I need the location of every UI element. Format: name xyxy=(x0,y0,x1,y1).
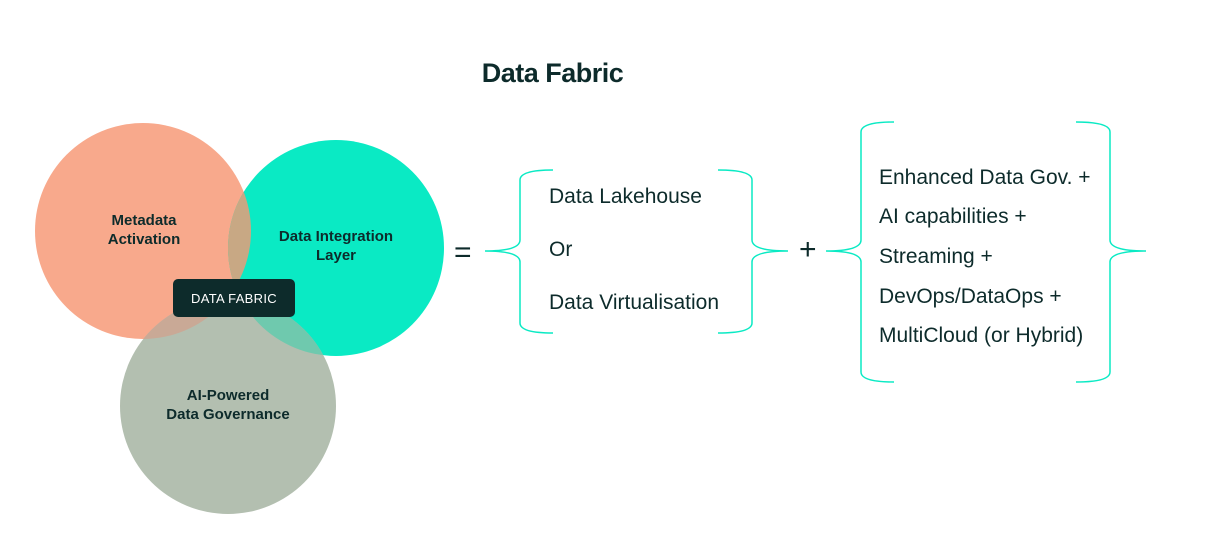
capabilities-close-brace xyxy=(1075,121,1147,383)
data-fabric-badge: DATA FABRIC xyxy=(173,279,295,317)
governance-label-line2: Data Governance xyxy=(166,406,290,423)
options-close-brace xyxy=(717,169,789,334)
equals-sign: = xyxy=(454,236,472,269)
diagram-title: Data Fabric xyxy=(481,58,624,88)
ai-governance-label: AI-Powered Data Governance xyxy=(150,386,306,424)
option-data-virtualisation: Data Virtualisation xyxy=(549,291,720,314)
integration-label-line1: Data Integration xyxy=(278,228,394,245)
option-or: Or xyxy=(549,238,573,261)
data-integration-label: Data Integration Layer xyxy=(262,227,410,265)
metadata-activation-label: Metadata Activation xyxy=(80,211,208,249)
capabilities-open-brace xyxy=(825,121,895,383)
integration-label-line2: Layer xyxy=(315,247,357,264)
circle-ai-governance xyxy=(120,298,336,514)
capability-enhanced-data-gov: Enhanced Data Gov. + xyxy=(879,166,1091,189)
governance-label-line1: AI-Powered xyxy=(186,387,270,404)
options-open-brace xyxy=(484,169,554,334)
metadata-label-line1: Metadata xyxy=(111,212,177,229)
capability-ai: AI capabilities + xyxy=(879,205,1027,228)
option-data-lakehouse: Data Lakehouse xyxy=(549,185,702,208)
capability-devops-dataops: DevOps/DataOps + xyxy=(879,285,1062,308)
capability-multicloud: MultiCloud (or Hybrid) xyxy=(879,324,1084,347)
capability-streaming: Streaming + xyxy=(879,245,993,268)
plus-sign: + xyxy=(799,233,817,266)
metadata-label-line2: Activation xyxy=(107,231,181,248)
